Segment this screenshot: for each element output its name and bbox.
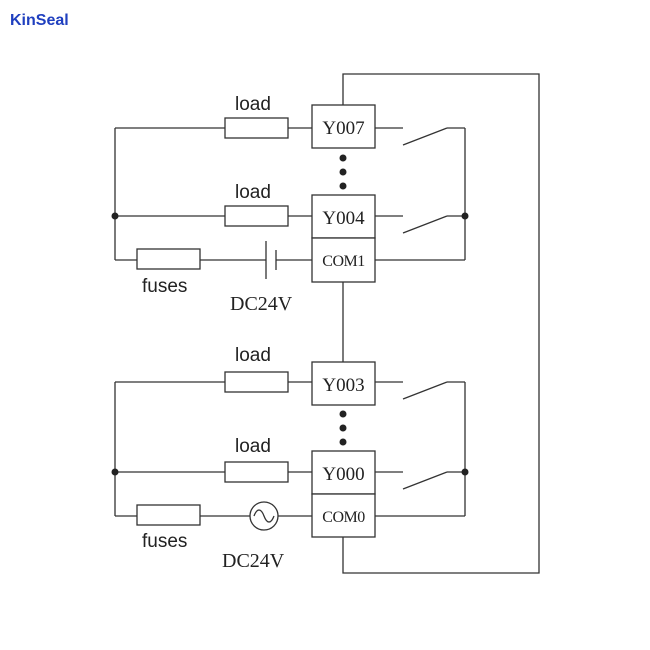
group2-supply-label: DC24V <box>222 550 285 572</box>
terminal-com1 <box>311 237 376 283</box>
terminal-y007 <box>311 104 376 149</box>
group1-fuse <box>136 248 201 270</box>
group2-fuse-label: fuses <box>142 531 187 552</box>
terminal-com0 <box>311 493 376 538</box>
group1-switch2-contact <box>402 215 448 234</box>
group2-load-2-label: load <box>235 436 271 457</box>
terminal-y004-label: Y004 <box>322 208 365 229</box>
group1-load-2-label: load <box>235 182 271 203</box>
terminal-com1-label: COM1 <box>322 253 365 270</box>
group2-ac-source-icon <box>249 501 279 531</box>
terminal-com0-label: COM0 <box>322 509 365 526</box>
group2-switch2-contact <box>402 471 448 490</box>
ellipsis-dot <box>339 410 347 418</box>
ellipsis-dot <box>339 182 347 190</box>
terminal-y003-label: Y003 <box>322 375 364 396</box>
ellipsis-dot <box>339 154 347 162</box>
group1-switch1-contact <box>402 127 448 146</box>
ellipsis-dot <box>339 168 347 176</box>
group1-load-1-label: load <box>235 94 271 115</box>
terminal-y007-label: Y007 <box>322 118 364 139</box>
group2-junction-right <box>461 468 469 476</box>
outer-frame-wire <box>342 73 540 574</box>
terminal-y004 <box>311 194 376 239</box>
group2-load-1-resistor <box>224 371 289 393</box>
group1-battery-icon <box>265 241 277 279</box>
group1-junction-right <box>461 212 469 220</box>
group2-switch1-contact <box>402 381 448 400</box>
group1-fuse-label: fuses <box>142 276 187 297</box>
ellipsis-dot <box>339 424 347 432</box>
ellipsis-dot <box>339 438 347 446</box>
group2-junction-left <box>111 468 119 476</box>
terminal-y000-label: Y000 <box>322 464 364 485</box>
group1-supply-label: DC24V <box>230 293 293 315</box>
group2-load-2-resistor <box>224 461 289 483</box>
group1-junction-left <box>111 212 119 220</box>
kinseal-logo: KinSeal <box>10 12 69 29</box>
group2-fuse <box>136 504 201 526</box>
group2-load-1-label: load <box>235 345 271 366</box>
group1-load-1-resistor <box>224 117 289 139</box>
terminal-y003 <box>311 361 376 406</box>
group1-load-2-resistor <box>224 205 289 227</box>
